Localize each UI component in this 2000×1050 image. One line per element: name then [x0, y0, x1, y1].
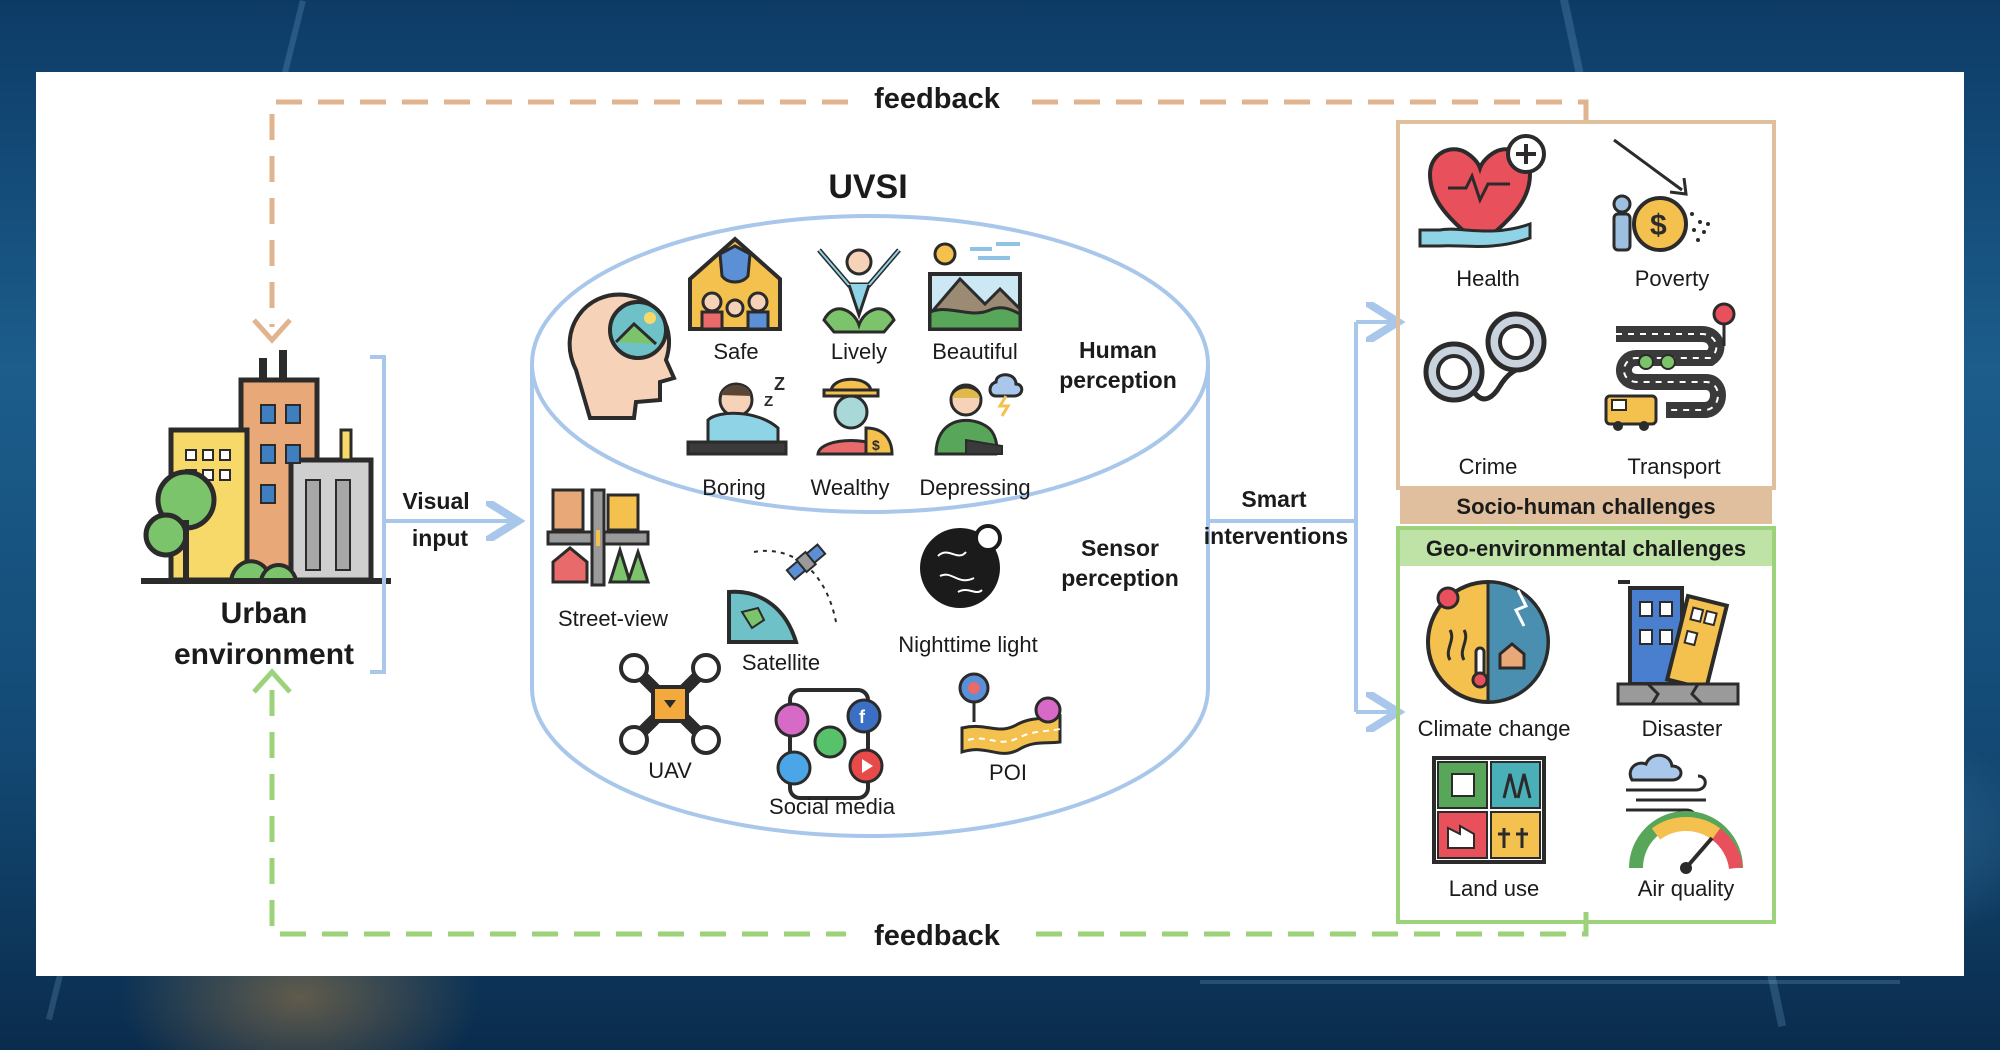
sensor-item-nighttime-light: Nighttime light: [898, 632, 1037, 657]
human-item-wealthy: Wealthy: [810, 475, 889, 500]
depressing-icon: [934, 373, 1024, 456]
urban-environment-icon: [141, 350, 391, 584]
lively-icon: [817, 248, 901, 334]
socio-human-header-bg: [1400, 486, 1772, 524]
uvsi-diagram: feedback feedback Urban environment: [141, 82, 1776, 954]
geo-item-land-use: Land use: [1449, 876, 1540, 901]
geo-item-air-quality: Air quality: [1638, 876, 1735, 901]
smart-interventions-label-line2: interventions: [1204, 523, 1348, 549]
svg-text:$: $: [872, 437, 880, 453]
human-perception-label-line2: perception: [1059, 367, 1177, 393]
boring-icon: Z Z: [686, 374, 788, 456]
svg-text:$: $: [1650, 209, 1667, 242]
nighttime-light-icon: [920, 524, 1002, 608]
geo-environmental-header-bg: [1400, 530, 1772, 566]
land-use-icon: [1432, 756, 1546, 864]
climate-change-icon: [1426, 580, 1550, 704]
socio-item-health: Health: [1456, 266, 1520, 291]
sensor-item-social-media: Social media: [769, 794, 896, 819]
human-head-icon: [567, 292, 677, 420]
beautiful-icon: [928, 242, 1022, 331]
smart-interventions-label-line1: Smart: [1241, 486, 1307, 512]
health-icon: [1418, 134, 1546, 248]
human-item-boring: Boring: [702, 475, 766, 500]
safe-icon: [688, 236, 782, 331]
sensor-perception-label-line2: perception: [1061, 565, 1179, 591]
geo-item-climate-change: Climate change: [1418, 716, 1571, 741]
feedback-bottom-loop: [252, 668, 1589, 954]
visual-input-label-line1: Visual: [402, 488, 469, 514]
svg-text:Z: Z: [764, 393, 773, 410]
satellite-icon: [727, 543, 837, 644]
uvsi-title: UVSI: [828, 168, 907, 206]
socio-item-poverty: Poverty: [1635, 266, 1710, 291]
socio-item-transport: Transport: [1627, 454, 1720, 479]
street-view-icon: [546, 488, 651, 587]
poverty-icon: $: [1612, 138, 1710, 252]
svg-text:Z: Z: [774, 374, 785, 394]
human-perception-label-line1: Human: [1079, 337, 1157, 363]
wealthy-icon: $: [816, 377, 894, 456]
socio-human-header: Socio-human challenges: [1456, 494, 1715, 519]
crime-icon: [1423, 311, 1547, 403]
urban-bracket: [370, 355, 386, 674]
human-item-safe: Safe: [713, 339, 758, 364]
socio-item-crime: Crime: [1459, 454, 1518, 479]
poi-icon: [958, 672, 1062, 755]
sensor-item-poi: POI: [989, 760, 1027, 785]
feedback-bottom-label: feedback: [874, 920, 1001, 952]
sensor-item-uav: UAV: [648, 758, 692, 783]
sensor-item-street-view: Street-view: [558, 606, 668, 631]
human-item-depressing: Depressing: [919, 475, 1030, 500]
human-item-beautiful: Beautiful: [932, 339, 1018, 364]
social-media-icon: f: [774, 688, 884, 800]
feedback-top-loop: [252, 82, 1589, 344]
uvsi-cylinder: [530, 214, 1210, 838]
background-streak: [1200, 980, 1900, 984]
urban-environment-label-line1: Urban: [221, 597, 308, 630]
visual-input-label-line2: input: [412, 525, 469, 551]
feedback-top-label: feedback: [874, 83, 1001, 115]
disaster-icon: [1616, 580, 1740, 706]
svg-text:f: f: [859, 707, 866, 727]
human-item-lively: Lively: [831, 339, 887, 364]
geo-environmental-box: [1396, 526, 1776, 924]
sensor-item-satellite: Satellite: [742, 650, 820, 675]
transport-icon: [1604, 302, 1736, 431]
uav-icon: [619, 653, 721, 755]
urban-environment-label-line2: environment: [174, 638, 354, 671]
sensor-perception-label-line1: Sensor: [1081, 535, 1159, 561]
geo-environmental-header: Geo-environmental challenges: [1426, 536, 1746, 561]
geo-item-disaster: Disaster: [1642, 716, 1723, 741]
air-quality-icon: [1626, 753, 1743, 874]
